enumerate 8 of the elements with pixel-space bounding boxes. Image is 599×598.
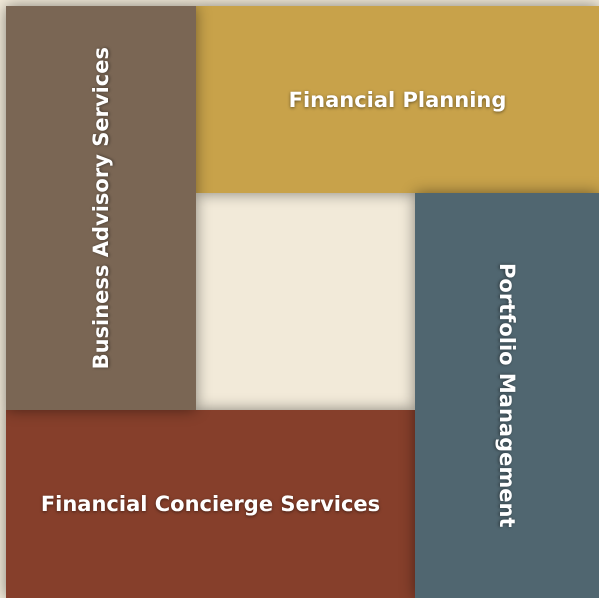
service-panel	[415, 193, 599, 598]
panel-title: Financial Concierge Services	[40, 492, 380, 516]
service-panel	[196, 6, 599, 193]
service-panel	[6, 6, 196, 410]
panel-title: Financial Planning	[288, 88, 506, 112]
service-panel	[6, 410, 415, 598]
panel-title: Business Advisory Services	[89, 46, 113, 370]
panel-title: Portfolio Management	[495, 263, 519, 528]
